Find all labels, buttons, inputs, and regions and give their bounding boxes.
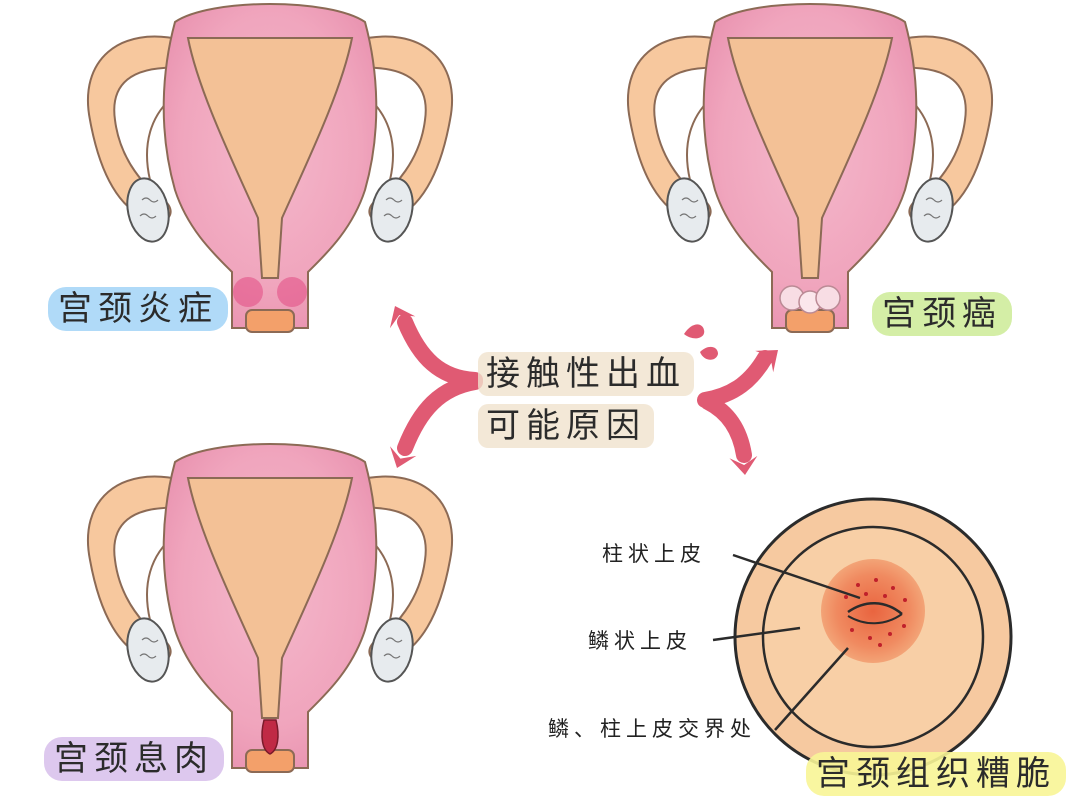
blood-drops-icon (684, 324, 718, 360)
annotation-junction: 鳞、柱上皮交界处 (548, 717, 756, 741)
uterus-cervicitis (86, 3, 454, 333)
annotation-squamous: 鳞状上皮 (588, 629, 692, 653)
pointer-squamous (712, 626, 801, 642)
arrow-cervical-polyp (383, 374, 483, 473)
pointer-junction (774, 647, 849, 731)
cervix-cross-section (712, 497, 1013, 777)
pointer-columnar (732, 553, 861, 600)
annotation-columnar: 柱状上皮 (602, 542, 706, 566)
arrow-cervical-cancer (697, 339, 787, 408)
label-cervical-cancer: 宫颈癌 (872, 292, 1012, 336)
arrow-cervicitis (382, 300, 483, 388)
uterus-cervical-polyp (86, 443, 454, 773)
center-title-line1: 接触性出血 (478, 352, 694, 396)
center-title-line2: 可能原因 (478, 404, 654, 448)
uterus-cervical-cancer (626, 3, 994, 333)
label-fragile-tissue: 宫颈组织糟脆 (806, 752, 1066, 796)
label-cervical-polyp: 宫颈息肉 (44, 737, 224, 781)
label-cervicitis: 宫颈炎症 (48, 287, 228, 331)
arrow-fragile-tissue (700, 394, 759, 477)
